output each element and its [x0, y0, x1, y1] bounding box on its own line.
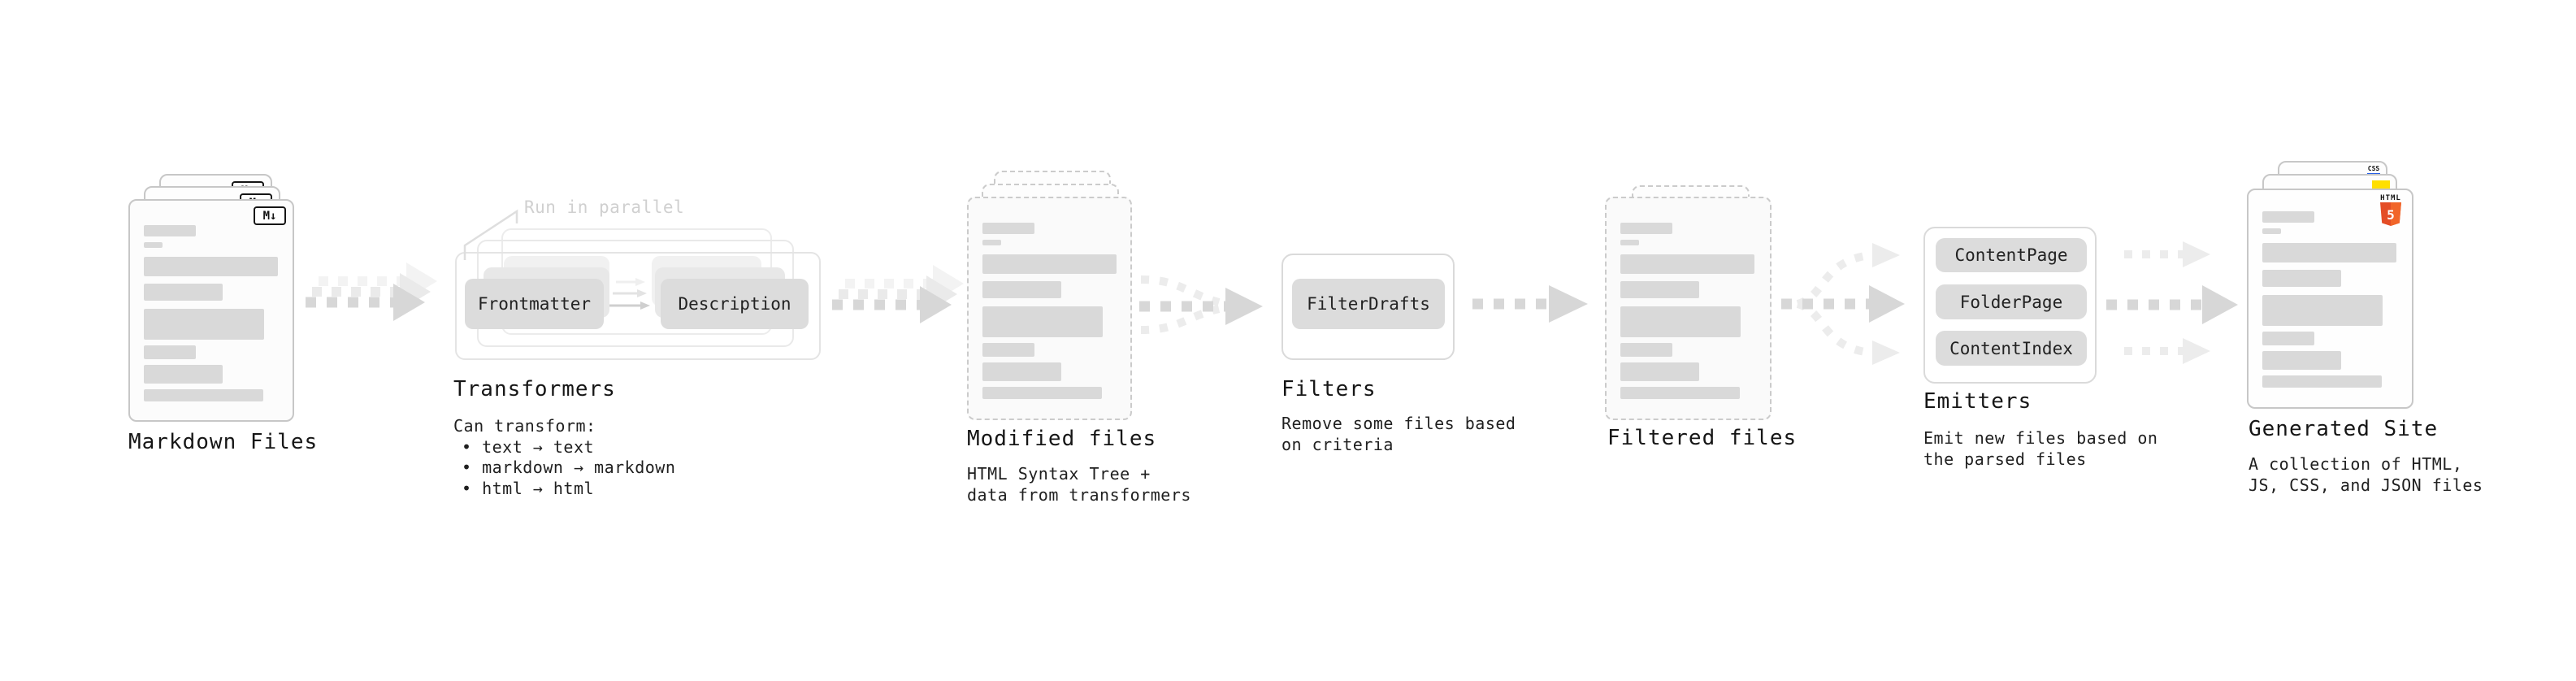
generated-site-description: A collection of HTML, JS, CSS, and JSON … — [2249, 454, 2483, 496]
transformers-bullet: • text → text — [462, 436, 595, 457]
js-icon — [2372, 180, 2390, 189]
emitters-label: Emitters — [1923, 389, 2032, 414]
skeleton-bar — [144, 365, 223, 384]
svg-text:5: 5 — [2387, 207, 2395, 223]
flow-arrow-markdown-to-transformers — [306, 262, 437, 321]
emitters-sub-line: Emit new files based on — [1923, 428, 2158, 448]
transformers-bullet: • markdown → markdown — [462, 458, 676, 477]
transform-step-arrows — [609, 278, 650, 310]
transformers-label: Transformers — [453, 377, 616, 401]
contentindex-box: ContentIndex — [1936, 331, 2087, 366]
skeleton-bar — [144, 257, 278, 276]
contentpage-box: ContentPage — [1936, 238, 2087, 272]
skeleton-bar — [144, 242, 163, 248]
flow-arrow-transformers-to-modified — [832, 265, 964, 323]
skeleton-bar — [1620, 362, 1699, 381]
skeleton-bar — [982, 387, 1102, 399]
flow-arrow-emitters-to-generated — [2106, 241, 2238, 364]
filters-description: Remove some files based on criteria — [1281, 414, 1516, 455]
skeleton-bar — [1620, 387, 1740, 399]
modified-files-description: HTML Syntax Tree + data from transformer… — [967, 464, 1191, 505]
skeleton-bar — [2262, 211, 2314, 223]
skeleton-bar — [982, 223, 1034, 234]
description-box: Description — [661, 279, 809, 329]
filtered-file-card-front — [1605, 197, 1772, 420]
skeleton-bar — [144, 225, 196, 236]
transformers-panel-front — [455, 252, 821, 360]
generated-sub-line: JS, CSS, and JSON files — [2249, 475, 2483, 495]
transformers-sub-heading: Can transform: — [453, 416, 596, 436]
skeleton-bar — [982, 281, 1061, 298]
modified-sub-line: HTML Syntax Tree + — [967, 464, 1151, 484]
document-skeleton — [2262, 211, 2396, 388]
skeleton-bar — [982, 240, 1001, 245]
skeleton-bar — [144, 345, 196, 359]
emitters-description: Emit new files based on the parsed files — [1923, 428, 2158, 470]
emitters-sub-line: the parsed files — [1923, 449, 2087, 469]
annotation-leader-line — [463, 209, 518, 260]
folderpage-box: FolderPage — [1936, 284, 2087, 319]
skeleton-bar — [1620, 240, 1639, 245]
skeleton-bar — [982, 343, 1034, 357]
flow-arrow-filtered-to-emitters — [1781, 243, 1905, 365]
skeleton-bar — [1620, 306, 1741, 337]
markdown-files-label: Markdown Files — [128, 430, 319, 454]
filters-sub-line: on criteria — [1281, 434, 1394, 454]
modified-file-card-front — [967, 197, 1132, 420]
skeleton-bar — [982, 362, 1061, 381]
html-file-card: HTML 5 — [2247, 189, 2413, 409]
markdown-icon: M↓ — [254, 206, 286, 225]
skeleton-bar — [2262, 295, 2383, 326]
filterdrafts-box: FilterDrafts — [1292, 279, 1445, 329]
filters-sub-line: Remove some files based — [1281, 414, 1516, 433]
frontmatter-box: Frontmatter — [465, 279, 604, 329]
skeleton-bar — [1620, 281, 1699, 298]
filtered-files-label: Filtered files — [1607, 426, 1798, 450]
skeleton-bar — [1620, 223, 1672, 234]
skeleton-bar — [144, 284, 223, 301]
document-skeleton — [982, 223, 1117, 399]
transformers-bullet: • html → html — [462, 478, 595, 498]
flow-arrow-filters-to-filtered — [1472, 285, 1588, 323]
skeleton-bar — [2262, 375, 2382, 388]
run-in-parallel-annotation: Run in parallel — [524, 197, 685, 217]
flow-arrow-modified-to-filters — [1139, 275, 1263, 334]
generated-sub-line: A collection of HTML, — [2249, 454, 2463, 474]
skeleton-bar — [2262, 270, 2341, 287]
skeleton-bar — [2262, 228, 2281, 234]
html5-icon: HTML 5 — [2379, 194, 2402, 226]
modified-files-label: Modified files — [967, 427, 1157, 451]
skeleton-bar — [144, 309, 264, 340]
document-skeleton — [1620, 223, 1754, 399]
modified-sub-line: data from transformers — [967, 484, 1191, 505]
skeleton-bar — [144, 389, 263, 401]
filters-label: Filters — [1281, 377, 1377, 401]
skeleton-bar — [2262, 351, 2341, 370]
skeleton-bar — [1620, 254, 1754, 274]
transformers-description: Can transform: • text → text • markdown … — [453, 416, 675, 499]
skeleton-bar — [1620, 343, 1672, 357]
markdown-file-card-front: M↓ — [128, 199, 294, 422]
skeleton-bar — [982, 306, 1103, 337]
html5-shield-icon: 5 — [2380, 202, 2401, 226]
html5-icon-label: HTML — [2380, 194, 2401, 202]
skeleton-bar — [2262, 243, 2396, 262]
document-skeleton — [144, 225, 278, 401]
generated-site-label: Generated Site — [2249, 417, 2439, 441]
skeleton-bar — [982, 254, 1117, 274]
skeleton-bar — [2262, 332, 2314, 345]
css-icon-label: CSS — [2367, 165, 2380, 172]
